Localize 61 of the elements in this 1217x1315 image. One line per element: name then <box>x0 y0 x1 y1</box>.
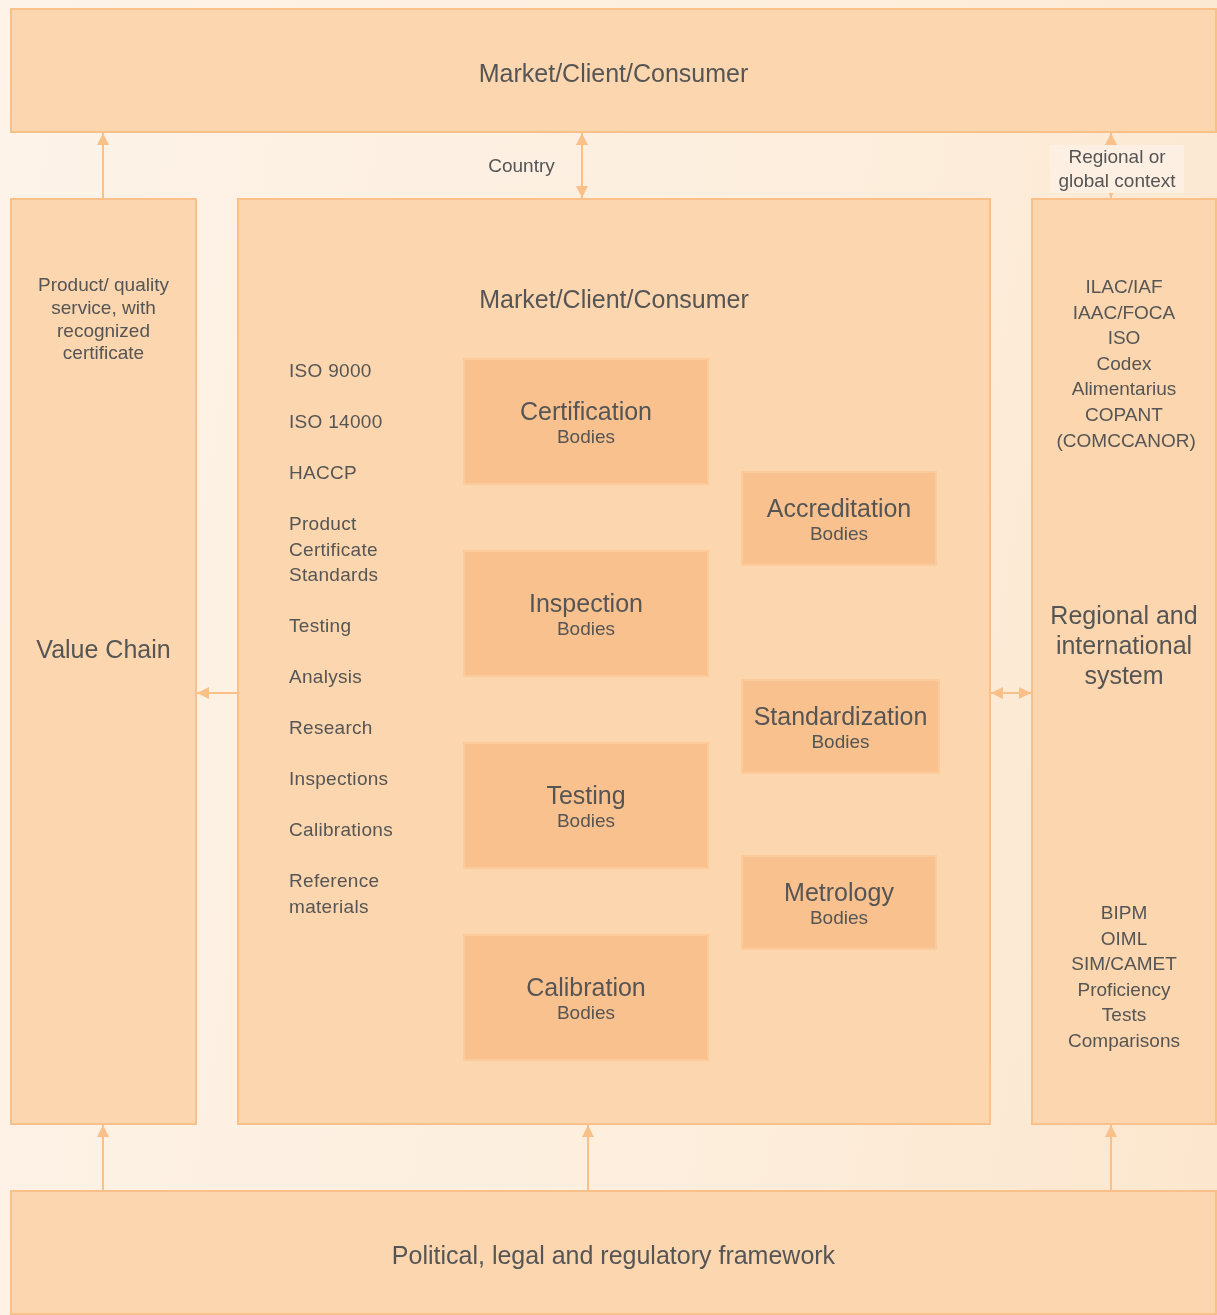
organization-name: BIPM <box>1099 901 1149 925</box>
box-title: Political, legal and regulatory framework <box>390 1240 837 1270</box>
service-item: ISO 9000 <box>289 359 373 383</box>
service-item: ISO 14000 <box>289 410 384 434</box>
arrow <box>1105 1124 1117 1191</box>
organization-name: OIML <box>1099 926 1149 951</box>
body-box <box>463 550 709 677</box>
service-item: Product Certificate <box>289 512 379 562</box>
arrow <box>576 132 588 199</box>
organization-name: Proficiency Tests <box>1076 977 1172 1028</box>
service-item: Analysis <box>289 665 364 689</box>
service-item: Standards <box>289 563 380 587</box>
organization-name: COPANT <box>1084 402 1164 427</box>
body-name: Inspection <box>528 588 644 618</box>
body-subtitle: Bodies <box>555 426 617 449</box>
column-title: Regional and international system <box>1049 600 1199 690</box>
body-name: Certification <box>519 396 653 426</box>
service-item: Reference materials <box>289 869 381 919</box>
panel-box <box>237 198 991 1125</box>
body-subtitle: Bodies <box>808 523 870 546</box>
arrow <box>97 132 109 199</box>
body-box <box>741 471 937 566</box>
arrow <box>990 687 1032 699</box>
arrow <box>97 1124 109 1191</box>
arrow <box>196 687 238 699</box>
arrow <box>582 1124 594 1191</box>
service-item: Research <box>289 716 374 740</box>
body-name: Testing <box>545 780 627 810</box>
box-title: Market/Client/Consumer <box>477 58 750 88</box>
output-description: Product/ quality service, with recognized certificate <box>37 274 170 366</box>
body-box <box>741 855 937 950</box>
body-box <box>463 742 709 869</box>
panel-box <box>10 198 197 1125</box>
organization-name: Comparisons <box>1067 1028 1181 1053</box>
organization-name: ILAC/IAF <box>1084 275 1164 299</box>
body-name: Calibration <box>525 972 647 1002</box>
body-subtitle: Bodies <box>555 1002 617 1025</box>
column-title: Value Chain <box>35 634 172 664</box>
service-item: Inspections <box>289 767 390 791</box>
body-name: Accreditation <box>765 493 913 523</box>
organization-name: SIM/CAMET <box>1070 952 1178 977</box>
organization-name: IAAC/FOCA <box>1071 300 1177 325</box>
box-title: Market/Client/Consumer <box>478 284 750 314</box>
body-subtitle: Bodies <box>555 810 617 833</box>
organization-name: Codex Alimentarius <box>1070 351 1178 402</box>
body-box <box>741 679 940 774</box>
body-name: Metrology <box>783 877 895 907</box>
service-item: Testing <box>289 614 353 638</box>
body-name: Standardization <box>752 701 929 731</box>
body-subtitle: Bodies <box>808 907 870 930</box>
body-subtitle: Bodies <box>555 618 617 641</box>
banner-box <box>10 1190 1217 1315</box>
body-box <box>463 358 709 485</box>
service-item: HACCP <box>289 461 358 485</box>
body-subtitle: Bodies <box>810 731 871 754</box>
service-item: Calibrations <box>289 818 394 842</box>
edge-label: Regional or global context <box>1050 145 1184 193</box>
panel-box <box>1031 198 1217 1125</box>
banner-box <box>10 8 1217 133</box>
body-box <box>463 934 709 1061</box>
organization-name: ISO <box>1106 326 1142 351</box>
